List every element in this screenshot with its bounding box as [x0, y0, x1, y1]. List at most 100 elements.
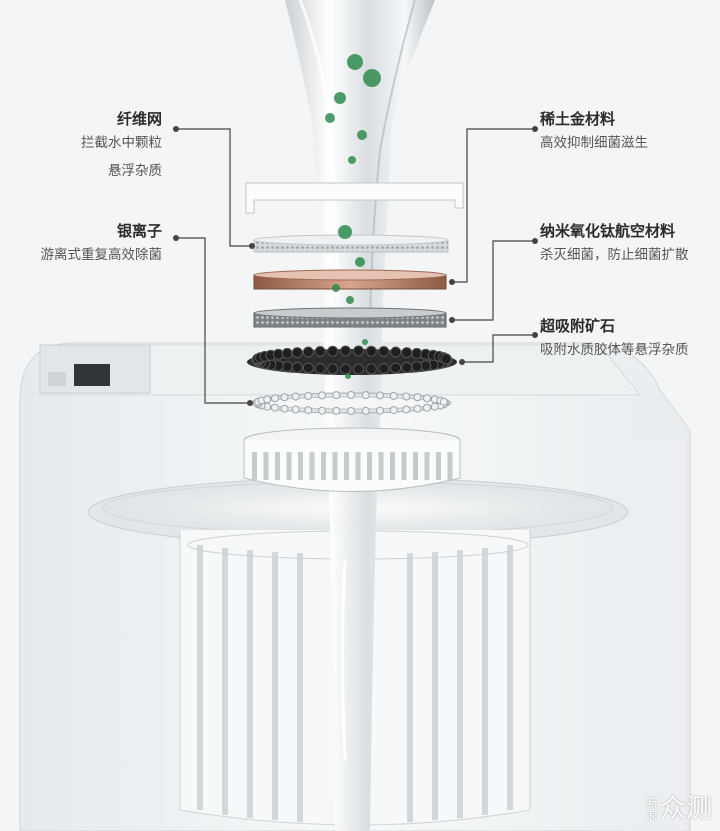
- cage-slot: [390, 452, 395, 480]
- rare-earth-title: 稀土金材料: [540, 110, 616, 128]
- silver-ball: [389, 391, 398, 400]
- nano-titanium-title: 纳米氧化钛航空材料: [540, 222, 676, 240]
- cage-slot: [355, 452, 361, 480]
- bacteria-dot: [325, 113, 335, 123]
- cage-slot: [344, 452, 349, 480]
- mineral-pellet: [314, 363, 326, 374]
- silver-ball: [439, 397, 448, 406]
- label-rare-earth: 稀土金材料 高效抑制细菌滋生: [540, 108, 648, 157]
- adsorbent-mineral-line-1: 吸附水质胶体等悬浮杂质: [540, 342, 689, 358]
- watermark-small: 新浪: [645, 795, 658, 823]
- label-fiber-mesh: 纤维网 拦截水中颗粒 悬浮杂质: [81, 108, 162, 185]
- fiber-mesh-line-2: 悬浮杂质: [108, 163, 162, 179]
- silver-ball: [376, 406, 384, 415]
- silver-ball: [361, 391, 370, 400]
- silver-ion-line-1: 游离式重复高效除菌: [40, 247, 163, 263]
- cage-slot: [275, 452, 280, 480]
- watermark-big: 众测: [659, 794, 712, 824]
- cage-slot: [367, 452, 372, 480]
- bacteria-dot: [355, 257, 365, 267]
- cage-slot: [286, 452, 292, 480]
- nano-titanium-line-1: 杀灭细菌，防止细菌扩散: [540, 247, 689, 263]
- bacteria-dot: [362, 339, 368, 345]
- silver-ball: [376, 391, 384, 400]
- mineral-pellet: [401, 347, 413, 359]
- cage-slot: [436, 452, 441, 480]
- cage-slot: [378, 452, 384, 480]
- silver-ball: [318, 391, 326, 400]
- silver-ball: [361, 406, 370, 415]
- silver-ball: [332, 406, 341, 415]
- silver-ball: [280, 404, 289, 413]
- silver-ball: [423, 403, 431, 412]
- bacteria-dot: [345, 373, 351, 379]
- mineral-pellet: [365, 345, 377, 357]
- cage-slot: [401, 452, 407, 480]
- watermark: 新浪众测: [646, 788, 712, 825]
- cage-slot: [332, 452, 338, 480]
- mineral-pellet: [291, 347, 303, 359]
- adsorbent-mineral-layer: [247, 345, 457, 375]
- bacteria-dot: [357, 130, 367, 140]
- mineral-pellet: [353, 345, 364, 357]
- cage-slot: [252, 452, 257, 480]
- mineral-pellet: [281, 347, 293, 359]
- mineral-pellet: [378, 346, 390, 357]
- silver-ball: [389, 406, 398, 415]
- bacteria-dot: [334, 92, 346, 104]
- mineral-pellet: [340, 345, 351, 357]
- label-silver-ion: 银离子 游离式重复高效除菌: [41, 220, 163, 269]
- mineral-pellet: [291, 361, 303, 373]
- silver-ball: [347, 391, 355, 399]
- bacteria-dot: [338, 225, 352, 239]
- bacteria-particles: [325, 54, 381, 379]
- silver-ball: [291, 392, 300, 401]
- silver-ball: [402, 405, 411, 414]
- silver-ball: [318, 406, 326, 415]
- mineral-pellet: [314, 346, 326, 357]
- mineral-pellet: [302, 362, 314, 374]
- cage-slot: [413, 452, 418, 480]
- mineral-pellet: [327, 345, 339, 357]
- label-nano-titanium: 纳米氧化钛航空材料 杀灭细菌，防止细菌扩散: [540, 220, 689, 269]
- mineral-pellet: [378, 363, 390, 374]
- cage-slot: [321, 452, 326, 480]
- cage-slot: [309, 452, 315, 480]
- cage-slot: [298, 452, 303, 480]
- silver-ion-title: 银离子: [116, 222, 162, 240]
- silver-ball: [430, 402, 439, 411]
- mineral-pellet: [365, 363, 377, 375]
- filter-layers: [243, 182, 464, 492]
- bacteria-dot: [348, 156, 356, 164]
- silver-ion-mesh-layer: [253, 234, 449, 253]
- silver-ball: [332, 391, 341, 400]
- mineral-pellet: [327, 363, 339, 375]
- mineral-pellet: [401, 361, 413, 373]
- silver-ball: [304, 406, 313, 415]
- adsorbent-mineral-title: 超吸附矿石: [540, 317, 616, 335]
- cage-slot: [424, 452, 430, 480]
- mineral-pellet: [302, 346, 314, 358]
- bacteria-dot: [347, 54, 363, 70]
- silver-ball: [347, 407, 355, 415]
- nano-titanium-layer: [253, 307, 447, 328]
- bacteria-dot: [332, 284, 340, 292]
- rare-earth-copper-layer: [253, 269, 447, 290]
- silver-ball: [291, 405, 300, 414]
- label-adsorbent-mineral: 超吸附矿石 吸附水质胶体等悬浮杂质: [540, 315, 689, 364]
- mineral-pellet: [440, 353, 452, 365]
- cage-slot: [447, 452, 453, 480]
- mineral-pellet: [340, 363, 351, 375]
- rare-earth-line-1: 高效抑制细菌滋生: [540, 135, 648, 151]
- leader-line-endpoints: [173, 126, 538, 406]
- silver-ball: [402, 392, 411, 401]
- bacteria-dot: [346, 296, 354, 304]
- bacteria-dot: [363, 69, 381, 87]
- filter-base-cage: [243, 427, 461, 492]
- mineral-pellet: [390, 362, 402, 374]
- silver-ball: [271, 394, 279, 403]
- silver-ball: [263, 395, 272, 404]
- leader-lines: [176, 128, 535, 404]
- silver-ball: [413, 404, 422, 413]
